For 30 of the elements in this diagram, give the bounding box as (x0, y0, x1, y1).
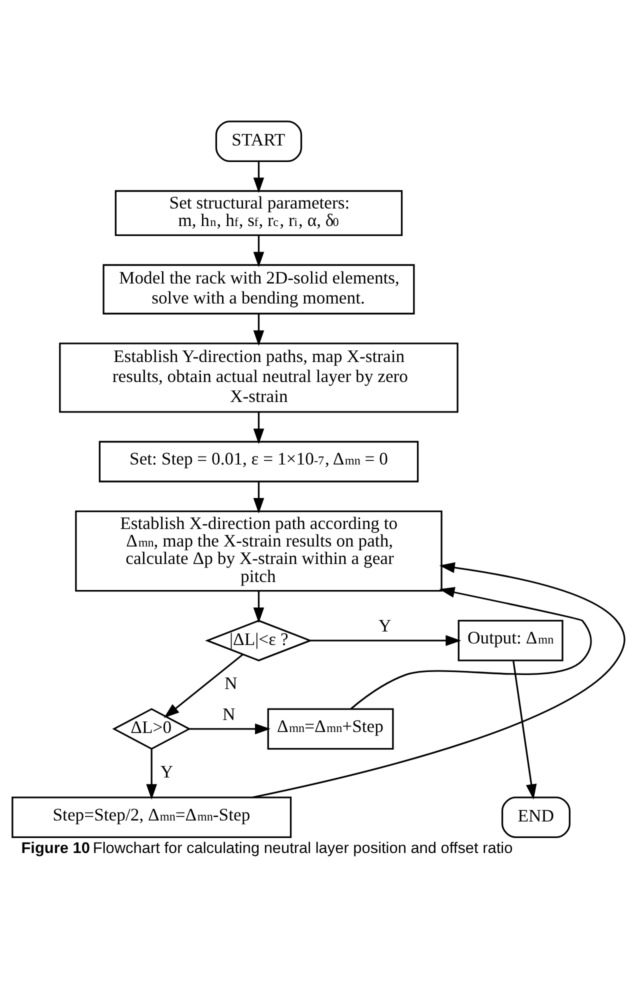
edge-label: N (224, 672, 238, 693)
arrow (253, 412, 264, 444)
node-box: Step=Step/2, Δmn=Δmn-Step (12, 796, 292, 838)
arrow (350, 587, 592, 710)
node-box: Δmn=Δmn+Step (267, 708, 394, 750)
edge-label: N (222, 704, 236, 724)
node-diamond: ΔL>0 (112, 708, 191, 750)
arrow (310, 635, 462, 646)
node-box: Output: Δmn (458, 620, 564, 662)
arrow (190, 724, 270, 734)
edge-label: Y (378, 616, 392, 636)
arrow (253, 482, 264, 514)
arrow (252, 562, 626, 798)
node-box: Model the rack with 2D-solid elements, solve with a bending moment. (102, 264, 415, 314)
node-box: Establish X-direction path according to Δmn, map the X-strain results on path, calculate Δp by X-strain within a gear pitch (75, 510, 442, 592)
node-box: Establish Y-direction paths, map X-strain results, obtain actual neutral layer by zero X-strain (59, 342, 458, 413)
node-box: END (501, 796, 570, 838)
node-box: Set structural parameters: m, hn, hf, sf, rc, ri, α, δ0 (114, 190, 403, 236)
arrow (253, 591, 264, 623)
node-box: START (215, 120, 302, 162)
arrow (253, 235, 264, 268)
edge-label: Y (160, 761, 174, 782)
arrow (512, 660, 537, 800)
arrow (253, 314, 264, 346)
arrow (164, 654, 244, 718)
node-box: Set: Step = 0.01, ε = 1×10-7, Δmn = 0 (98, 440, 419, 482)
arrow (146, 749, 158, 800)
node-diamond: |ΔL|<ε ? (205, 620, 312, 662)
arrow (253, 161, 264, 194)
caption: Figure 10 Flowchart for calculating neutral layer position and offset ratio (21, 840, 513, 857)
